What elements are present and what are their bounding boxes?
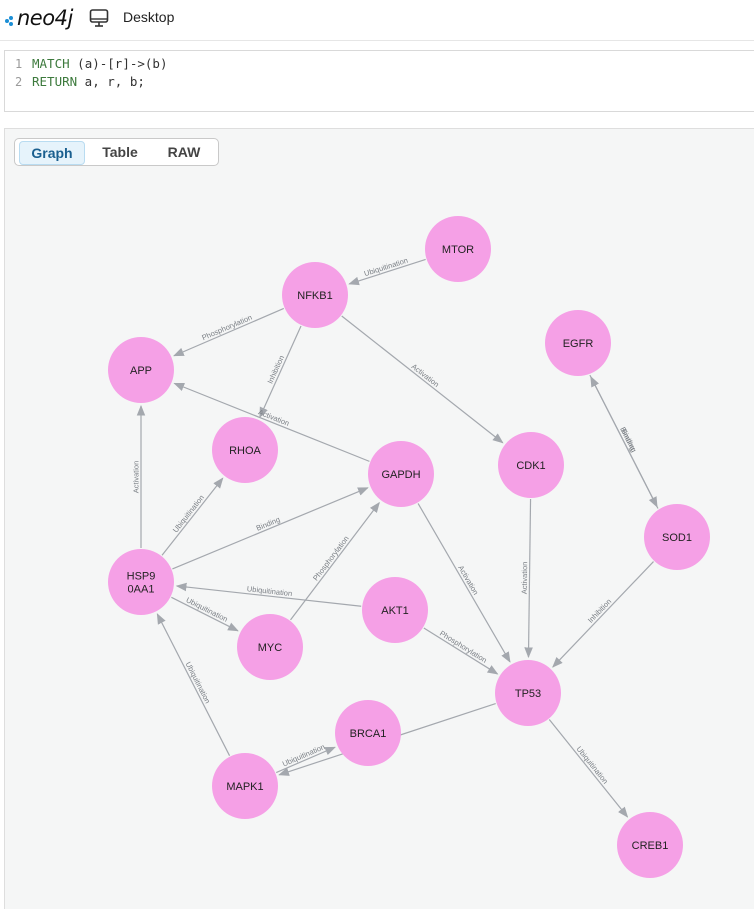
edge-label: Ubiquitination: [171, 493, 206, 534]
cypher-editor[interactable]: 1 2 MATCH (a)-[r]->(b) RETURN a, r, b;: [4, 50, 754, 112]
node-circle[interactable]: [495, 660, 561, 726]
edge-label: Binding: [619, 427, 638, 453]
node-label: MAPK1: [226, 781, 263, 793]
node-sod1[interactable]: SOD1: [644, 504, 710, 570]
edge-label: Ubiquitination: [184, 660, 213, 705]
node-circle[interactable]: [545, 310, 611, 376]
node-egfr[interactable]: EGFR: [545, 310, 611, 376]
edge-label: Activation: [456, 564, 480, 597]
node-circle[interactable]: [425, 216, 491, 282]
node-label: SOD1: [662, 532, 692, 544]
edge-hsp90aa1-gapdh[interactable]: [172, 487, 369, 570]
line-number: 2: [15, 75, 23, 89]
node-circle[interactable]: [212, 753, 278, 819]
edge-myc-gapdh[interactable]: [290, 501, 380, 621]
edge-label: Phosphorylation: [200, 313, 253, 343]
node-circle[interactable]: [498, 432, 564, 498]
edge-akt1-tp53[interactable]: [423, 627, 499, 675]
code-keyword: RETURN: [32, 74, 78, 89]
edge-label: Ubiquitination: [185, 595, 230, 623]
edge-label: Inhibition: [266, 354, 287, 385]
node-circle[interactable]: [108, 337, 174, 403]
edge-nfkb1-cdk1[interactable]: [341, 315, 504, 444]
node-mtor[interactable]: MTOR: [425, 216, 491, 282]
edge-label: Ubiquitination: [575, 745, 610, 786]
edge-sod1-tp53[interactable]: [552, 561, 654, 668]
edge-hsp90aa1-rhoa[interactable]: [161, 477, 224, 556]
node-akt1[interactable]: AKT1: [362, 577, 428, 643]
node-cdk1[interactable]: CDK1: [498, 432, 564, 498]
node-circle[interactable]: [617, 812, 683, 878]
node-label: EGFR: [563, 338, 594, 350]
node-label: CDK1: [516, 460, 545, 472]
edge-label: Binding: [255, 515, 282, 533]
edge-gapdh-app[interactable]: [173, 382, 370, 462]
tab-raw[interactable]: RAW: [167, 144, 201, 160]
node-label: APP: [130, 365, 152, 377]
code-text: a, r, b;: [77, 74, 145, 89]
edge-tp53-creb1[interactable]: [548, 719, 629, 818]
edge-akt1-hsp90aa1[interactable]: [175, 582, 362, 607]
edge-label: Inhibition: [586, 597, 613, 625]
code-text: (a)-[r]->(b): [69, 56, 168, 71]
edge-nfkb1-app[interactable]: [173, 307, 285, 357]
edge-cdk1-tp53[interactable]: [524, 498, 533, 659]
edge-gapdh-tp53[interactable]: [417, 503, 511, 663]
edge-sod1-egfr[interactable]: [590, 375, 659, 509]
line-number: 1: [15, 57, 23, 71]
node-label: CREB1: [632, 840, 669, 852]
node-label: BRCA1: [350, 728, 387, 740]
node-gapdh[interactable]: GAPDH: [368, 441, 434, 507]
node-nfkb1[interactable]: NFKB1: [282, 262, 348, 328]
node-circle[interactable]: [335, 700, 401, 766]
node-app[interactable]: APP: [108, 337, 174, 403]
node-circle[interactable]: [282, 262, 348, 328]
desktop-label: Desktop: [123, 9, 175, 25]
tab-graph[interactable]: Graph: [19, 141, 85, 165]
edge-label: Ubiquitination: [281, 742, 326, 768]
edge-label: Activation: [410, 362, 441, 389]
edge-label: Phosphorylation: [438, 629, 488, 665]
node-circle[interactable]: [362, 577, 428, 643]
edge-mtor-nfkb1[interactable]: [348, 258, 426, 286]
node-circle[interactable]: [212, 417, 278, 483]
edge-label: Activation: [520, 562, 529, 595]
node-label: MTOR: [442, 244, 474, 256]
edge-label: Phosphorylation: [311, 534, 351, 582]
edge-mapk1-hsp90aa1[interactable]: [156, 613, 231, 756]
edge-hsp90aa1-myc[interactable]: [171, 596, 239, 632]
node-label: MYC: [258, 642, 283, 654]
node-circle[interactable]: [237, 614, 303, 680]
monitor-icon[interactable]: [89, 8, 109, 28]
tab-table[interactable]: Table: [102, 144, 138, 160]
edge-label: Activation: [132, 461, 141, 494]
node-label: TP53: [515, 688, 541, 700]
node-mapk1[interactable]: MAPK1: [212, 753, 278, 819]
edge-nfkb1-rhoa[interactable]: [259, 325, 302, 419]
node-tp53[interactable]: TP53: [495, 660, 561, 726]
node-creb1[interactable]: CREB1: [617, 812, 683, 878]
top-bar: neo4j Desktop: [0, 0, 754, 41]
node-label: AKT1: [381, 605, 409, 617]
neo4j-logo: neo4j: [5, 6, 73, 30]
view-tabs: Graph Table RAW: [14, 138, 219, 166]
node-myc[interactable]: MYC: [237, 614, 303, 680]
code-line-2[interactable]: RETURN a, r, b;: [32, 74, 145, 89]
node-label: GAPDH: [381, 469, 420, 481]
node-rhoa[interactable]: RHOA: [212, 417, 278, 483]
code-keyword: MATCH: [32, 56, 70, 71]
node-label: NFKB1: [297, 290, 332, 302]
node-label: RHOA: [229, 445, 261, 457]
node-label: 0AA1: [128, 584, 155, 596]
node-circle[interactable]: [644, 504, 710, 570]
line-gutter: 1 2: [5, 51, 27, 111]
code-line-1[interactable]: MATCH (a)-[r]->(b): [32, 56, 167, 71]
node-circle[interactable]: [108, 549, 174, 615]
node-label: HSP9: [127, 571, 156, 583]
node-brca1[interactable]: BRCA1: [335, 700, 401, 766]
node-circle[interactable]: [368, 441, 434, 507]
